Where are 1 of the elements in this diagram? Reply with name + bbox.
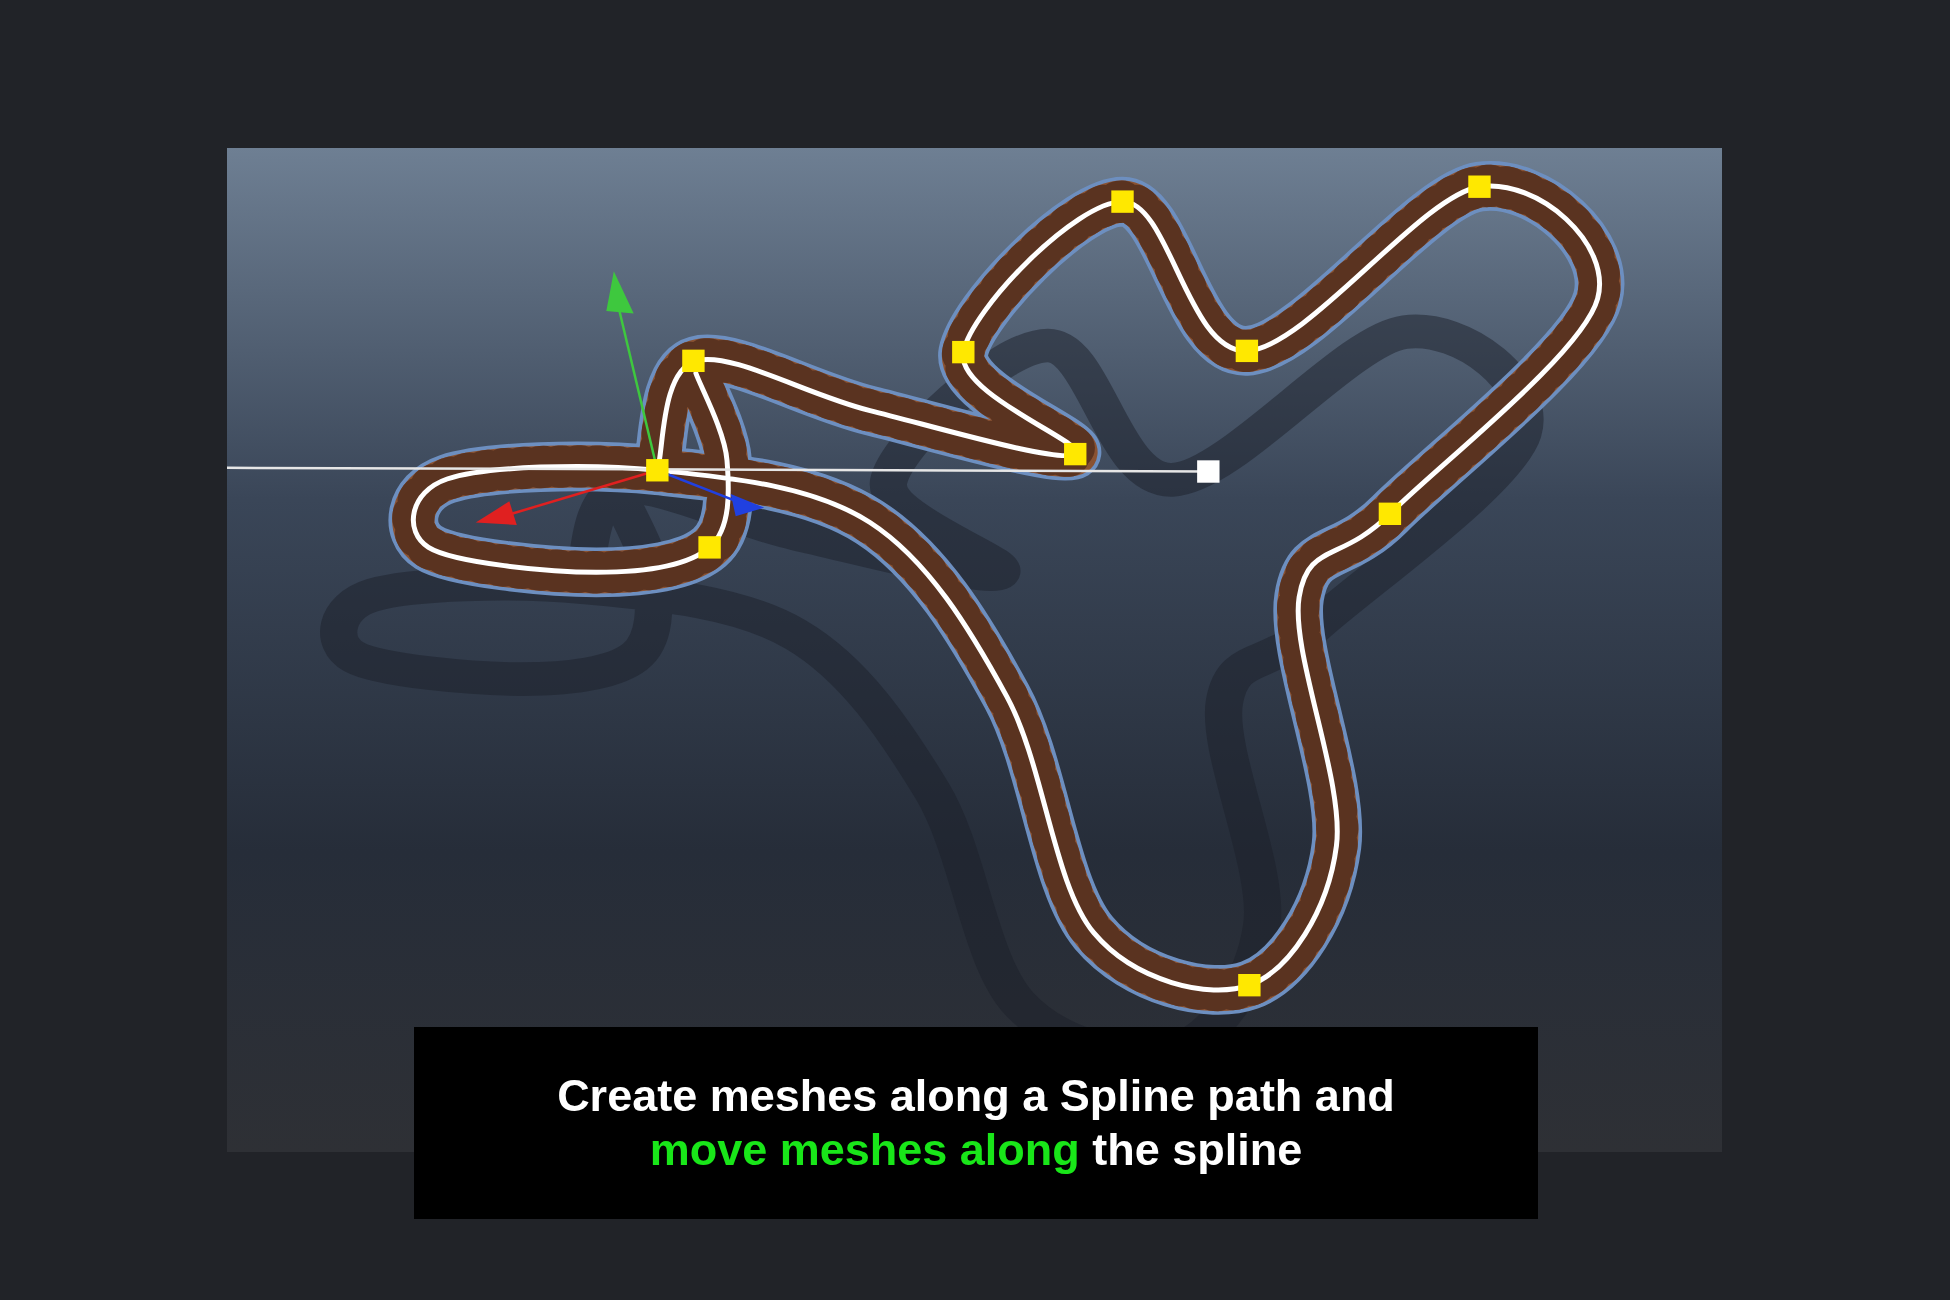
caption-text: Create meshes along a Spline path and move meshes along the spline (556, 1069, 1396, 1177)
